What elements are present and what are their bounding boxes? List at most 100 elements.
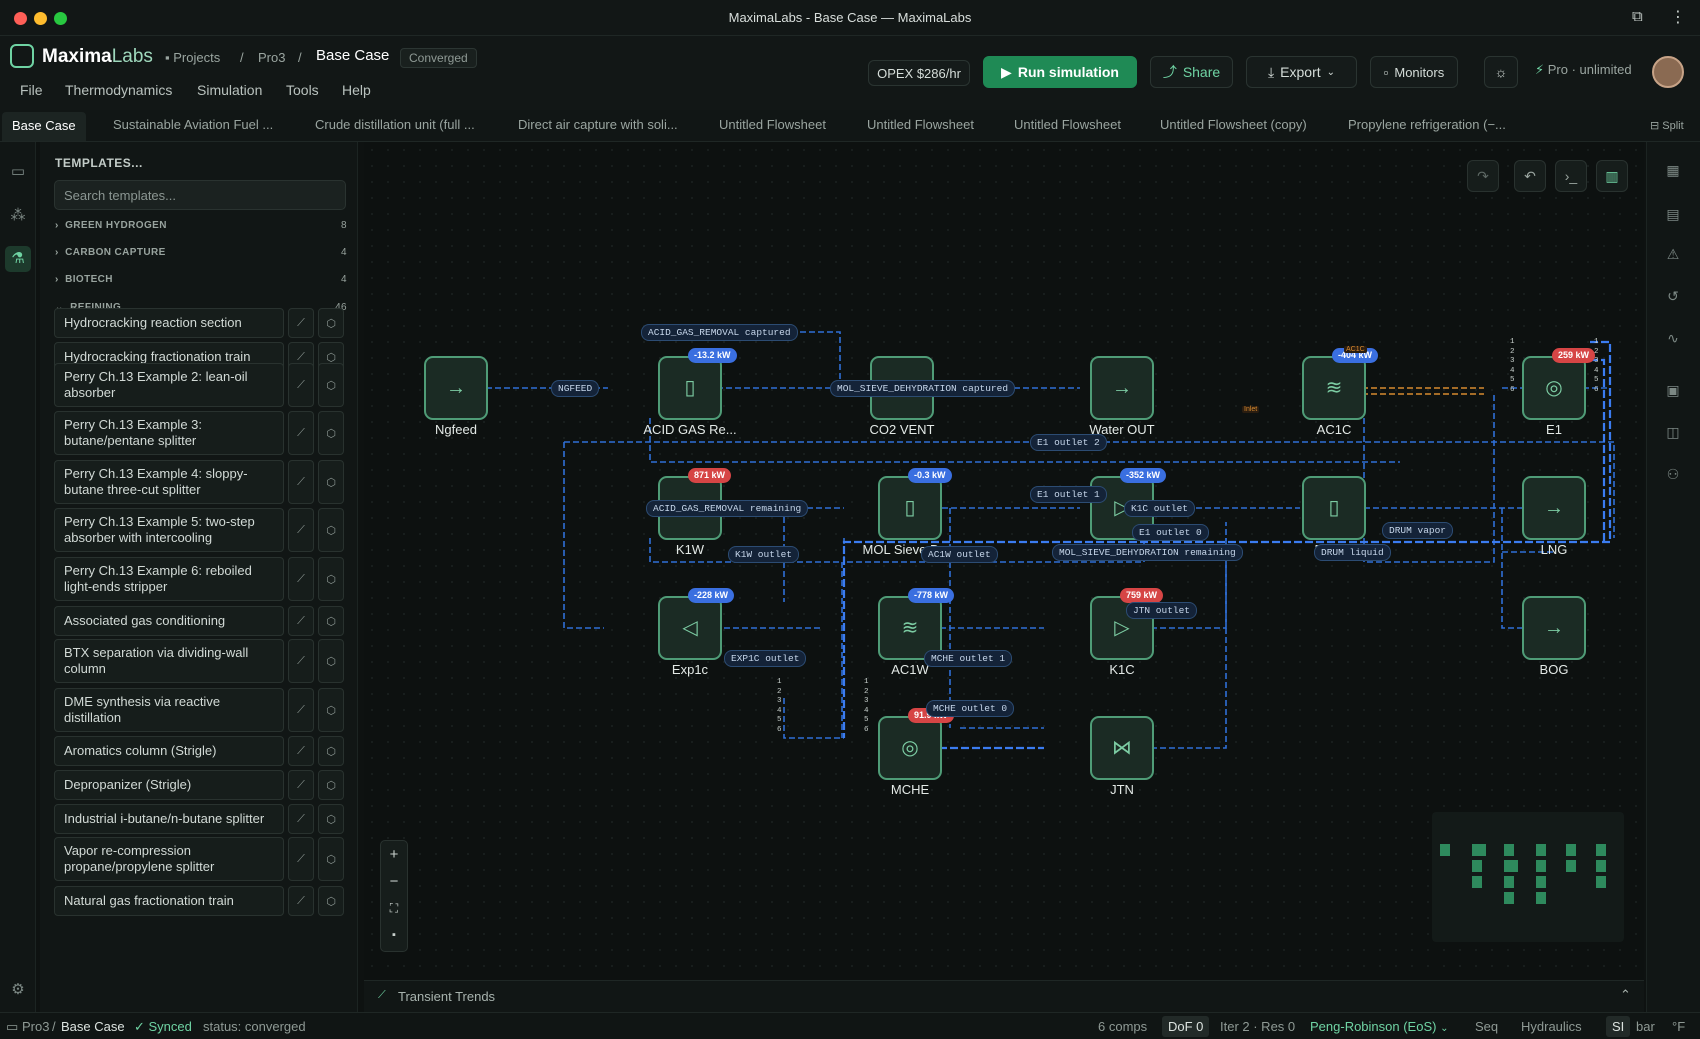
chart-icon[interactable]: ⟋	[288, 363, 314, 407]
minimap[interactable]	[1432, 812, 1624, 942]
unit-node-mol[interactable]: ▯	[878, 476, 942, 540]
zoom-in-button[interactable]: +	[389, 846, 399, 863]
template-item[interactable]: Perry Ch.13 Example 6: reboiled light-en…	[54, 557, 284, 601]
tab-untitled-2[interactable]: Untitled Flowsheet	[867, 117, 974, 132]
flowsheet-title[interactable]: Base Case	[316, 47, 390, 64]
unit-node-water[interactable]: →	[1090, 356, 1154, 420]
stream-label[interactable]: EXP1C outlet	[724, 650, 807, 667]
stream-label[interactable]: JTN outlet	[1126, 602, 1198, 619]
chart-icon[interactable]: ⟋	[288, 411, 314, 455]
template-item[interactable]: Perry Ch.13 Example 2: lean-oil absorber	[54, 363, 284, 407]
menu-simulation[interactable]: Simulation	[197, 82, 263, 98]
template-item[interactable]: Vapor re-compression propane/propylene s…	[54, 837, 284, 881]
maximize-window-button[interactable]	[54, 12, 67, 25]
cube-icon[interactable]: ⬡	[318, 411, 344, 455]
template-item[interactable]: Perry Ch.13 Example 3: butane/pentane sp…	[54, 411, 284, 455]
unit-f[interactable]: °F	[1672, 1019, 1686, 1034]
chart-icon[interactable]: ⟋	[288, 460, 314, 504]
status-flowsheet[interactable]: Base Case	[61, 1019, 125, 1034]
stream-label[interactable]: MOL_SIEVE_DEHYDRATION captured	[830, 380, 1016, 397]
menu-help[interactable]: Help	[342, 82, 371, 98]
menu-tools[interactable]: Tools	[286, 82, 319, 98]
unit-node-lng[interactable]: →	[1522, 476, 1586, 540]
components-icon[interactable]: ⁂	[10, 207, 26, 224]
pulse-icon[interactable]: ∿	[1667, 330, 1679, 346]
tab-crude[interactable]: Crude distillation unit (full ...	[315, 117, 475, 132]
stream-label[interactable]: DRUM liquid	[1314, 544, 1391, 561]
theme-toggle-button[interactable]: ☼	[1484, 56, 1518, 88]
cube-icon[interactable]: ⬡	[318, 508, 344, 552]
cube-icon[interactable]: ⬡	[318, 308, 344, 338]
project-link[interactable]: Pro3	[258, 50, 286, 65]
tab-untitled-copy[interactable]: Untitled Flowsheet (copy)	[1160, 117, 1307, 132]
tab-propylene[interactable]: Propylene refrigeration (−...	[1348, 117, 1506, 132]
chart-icon[interactable]: ⟋	[288, 639, 314, 683]
cube-icon[interactable]: ⬡	[318, 804, 344, 834]
users-icon[interactable]: ⚇	[1666, 466, 1680, 482]
unit-node-ac1w[interactable]: ≋	[878, 596, 942, 660]
hydraulics-toggle[interactable]: Hydraulics	[1521, 1019, 1582, 1034]
flowsheet-canvas[interactable]: ↷ ↶ ›_ ▥ →Ngfeed▯ACID GAS Re...-13.2 kW—…	[364, 142, 1644, 980]
split-button[interactable]: ⊟ Split	[1650, 119, 1684, 132]
chart-icon[interactable]: ⟋	[288, 557, 314, 601]
monitors-button[interactable]: ▫Monitors	[1370, 56, 1458, 88]
stream-label[interactable]: ACID_GAS_REMOVAL remaining	[646, 500, 809, 517]
files-icon[interactable]: ▭	[10, 163, 26, 180]
template-item[interactable]: Hydrocracking reaction section	[54, 308, 284, 338]
chart-icon[interactable]: ⟋	[288, 804, 314, 834]
unit-node-drum[interactable]: ▯	[1302, 476, 1366, 540]
cube-icon[interactable]: ⬡	[318, 688, 344, 732]
table-icon[interactable]: ▦	[1666, 162, 1680, 178]
more-menu-icon[interactable]: ⋮	[1670, 9, 1686, 26]
projects-link[interactable]: ▪ Projects	[165, 50, 220, 65]
stream-label[interactable]: E1 outlet 1	[1030, 486, 1107, 503]
template-item[interactable]: Perry Ch.13 Example 5: two-step absorber…	[54, 508, 284, 552]
settings-gear-icon[interactable]: ⚙	[11, 981, 25, 998]
minimize-window-button[interactable]	[34, 12, 47, 25]
share-button[interactable]: ⤴Share	[1150, 56, 1233, 88]
flask-icon[interactable]: ⚗	[5, 246, 31, 272]
stream-label[interactable]: K1C outlet	[1124, 500, 1196, 517]
tab-saf[interactable]: Sustainable Aviation Fuel ...	[113, 117, 274, 132]
cube-icon[interactable]: ⬡	[318, 736, 344, 766]
chart-icon[interactable]: ⟋	[288, 606, 314, 636]
unit-node-ac1c[interactable]: ≋	[1302, 356, 1366, 420]
chart-icon[interactable]: ⟋	[288, 770, 314, 800]
unit-node-mche[interactable]: ◎	[878, 716, 942, 780]
zoom-out-button[interactable]: −	[389, 873, 399, 890]
cube-icon[interactable]: ⬡	[318, 886, 344, 916]
menu-thermodynamics[interactable]: Thermodynamics	[65, 82, 173, 98]
stream-label[interactable]: NGFEED	[551, 380, 600, 397]
undo-button[interactable]: ↶	[1514, 160, 1546, 192]
template-item[interactable]: Natural gas fractionation train	[54, 886, 284, 916]
stream-label[interactable]: E1 outlet 2	[1030, 434, 1107, 451]
unit-node-e1[interactable]: ◎	[1522, 356, 1586, 420]
map-view-button[interactable]: ▥	[1596, 160, 1628, 192]
unit-node-jtn[interactable]: ⋈	[1090, 716, 1154, 780]
tab-untitled-3[interactable]: Untitled Flowsheet	[1014, 117, 1121, 132]
comments-icon[interactable]: ▤	[1666, 206, 1680, 222]
tab-dac[interactable]: Direct air capture with soli...	[518, 117, 678, 132]
chart-icon[interactable]: ⟋	[288, 308, 314, 338]
chart-icon[interactable]: ⟋	[288, 886, 314, 916]
warning-icon[interactable]: ⚠	[1666, 246, 1680, 262]
cube-icon[interactable]: ⬡	[318, 363, 344, 407]
unit-si[interactable]: SI	[1606, 1016, 1631, 1037]
template-search-input[interactable]	[54, 180, 346, 210]
stream-label[interactable]: ACID_GAS_REMOVAL captured	[641, 324, 798, 341]
template-item[interactable]: Industrial i-butane/n-butane splitter	[54, 804, 284, 834]
console-button[interactable]: ›_	[1555, 160, 1587, 192]
unit-node-bog[interactable]: →	[1522, 596, 1586, 660]
tab-base-case[interactable]: Base Case	[2, 112, 86, 141]
fit-view-button[interactable]: ⛶	[389, 901, 399, 915]
stream-label[interactable]: K1W outlet	[728, 546, 800, 563]
unit-bar[interactable]: bar	[1636, 1019, 1655, 1034]
stream-label[interactable]: DRUM vapor	[1382, 522, 1454, 539]
stream-label[interactable]: MOL_SIEVE_DEHYDRATION remaining	[1052, 544, 1243, 561]
template-item[interactable]: Associated gas conditioning	[54, 606, 284, 636]
stream-label[interactable]: AC1W outlet	[921, 546, 998, 563]
chart-icon[interactable]: ⟋	[288, 736, 314, 766]
